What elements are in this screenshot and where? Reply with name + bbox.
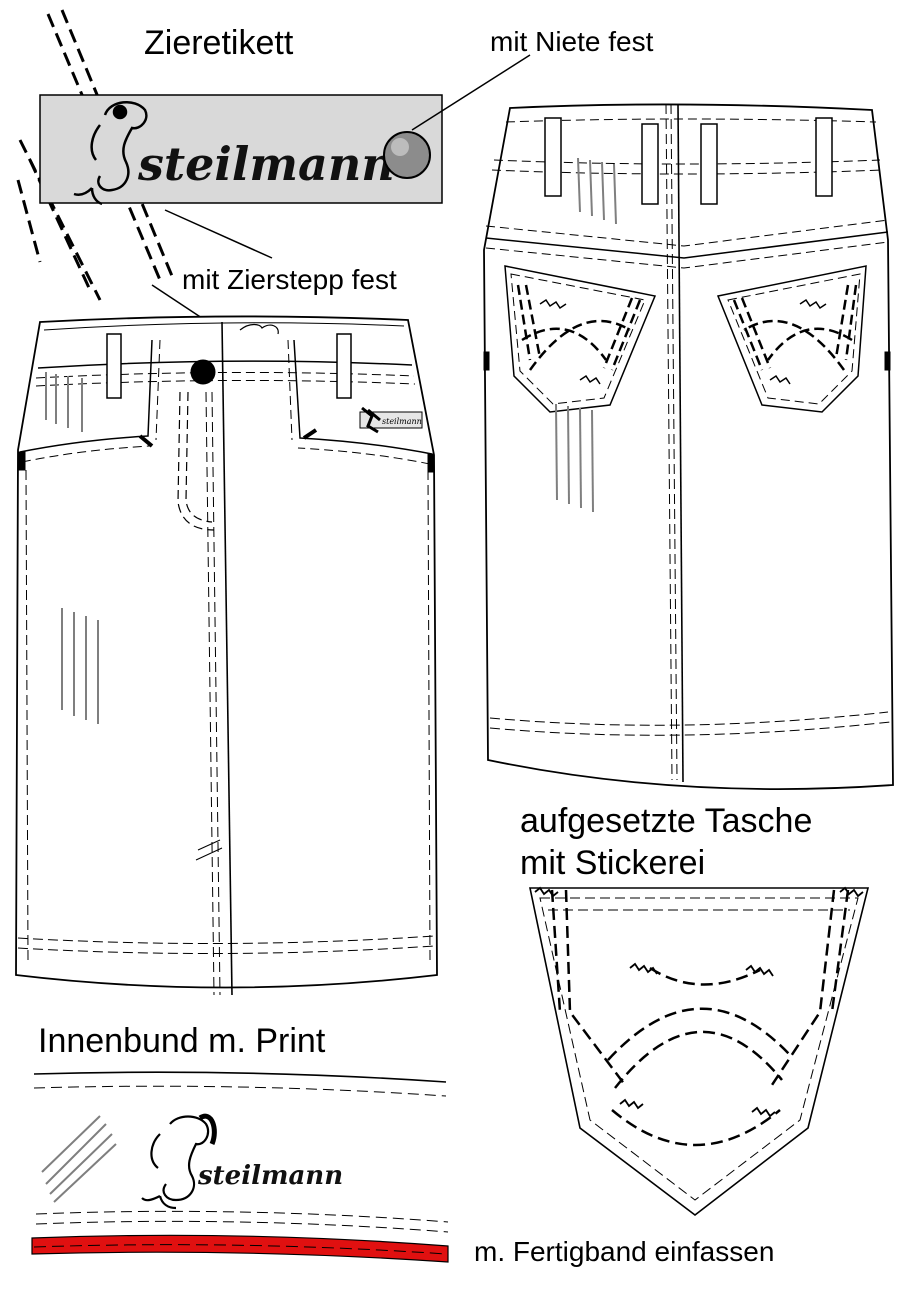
rivet-leader-line <box>411 54 531 131</box>
binding-tape <box>31 1234 449 1263</box>
inner-waistband-detail: steilmann <box>31 1071 449 1263</box>
front-skirt-view: steilmann <box>15 315 438 996</box>
back-hatching <box>555 157 617 513</box>
tag-wordmark: steilmann <box>137 137 395 191</box>
front-hatching <box>45 372 99 724</box>
rivet-icon <box>383 131 431 179</box>
back-pocket-left <box>504 265 657 413</box>
waistband-title: Innenbund m. Print <box>38 1022 326 1060</box>
patch-pocket-detail <box>529 886 870 1217</box>
rivet-note: mit Niete fest <box>490 26 654 57</box>
decorative-tag-detail: steilmann <box>16 9 531 421</box>
pocket-outline <box>529 887 870 1217</box>
front-mini-wordmark: steilmann <box>382 417 422 426</box>
tag-stitch-leader-line <box>164 209 273 259</box>
pocket-title-line1: aufgesetzte Tasche <box>520 802 813 840</box>
button-icon <box>190 359 216 385</box>
stitch-note: mit Zierstepp fest <box>182 264 397 295</box>
tag-title: Zieretikett <box>144 24 294 62</box>
front-mini-tag: steilmann <box>359 406 423 434</box>
back-skirt-outline <box>483 103 894 790</box>
back-skirt-view <box>483 103 894 790</box>
mermaid-logo-icon <box>141 1113 217 1210</box>
back-pocket-right <box>716 265 867 413</box>
pocket-title-line2: mit Stickerei <box>520 844 706 882</box>
binding-note: m. Fertigband einfassen <box>474 1236 775 1267</box>
waistband-hatching <box>41 1115 117 1203</box>
waistband-wordmark: steilmann <box>197 1161 343 1191</box>
mermaid-logo-icon <box>73 101 148 206</box>
